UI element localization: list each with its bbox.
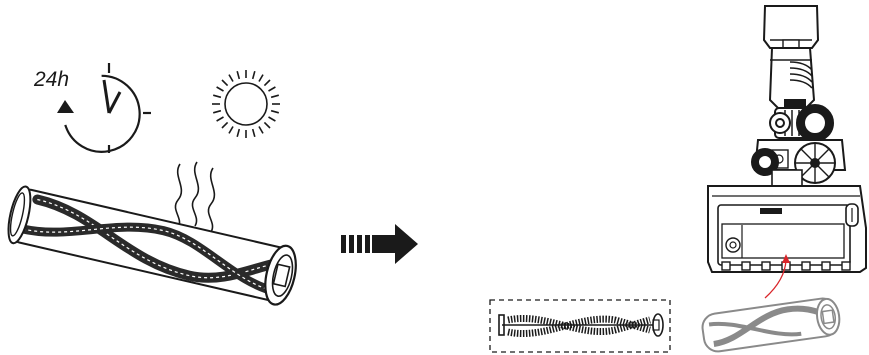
brush-roller-large [4, 184, 301, 308]
sun-ray [271, 95, 279, 97]
sun-ray [253, 71, 255, 79]
clock-arrow-head [57, 100, 74, 113]
heat-waves-icon [175, 162, 214, 232]
sun-ray [264, 122, 270, 128]
clock-label: 24h [33, 68, 69, 91]
sun-ray [237, 71, 239, 79]
brush-roller-small [701, 296, 842, 353]
sun-ray [259, 127, 263, 134]
sun-ray [253, 129, 255, 137]
vacuum-floor-head [708, 6, 866, 272]
sun-ray [222, 122, 228, 128]
sun-ray [217, 117, 224, 121]
sun-ray [237, 129, 239, 137]
sun-icon [212, 70, 280, 138]
sun-ray [264, 80, 270, 86]
sun-ray [217, 87, 224, 91]
sun-ray [229, 75, 233, 82]
sun-ray [229, 127, 233, 134]
dashed-right-arrow-icon [341, 224, 418, 264]
sun-ray [213, 95, 221, 97]
sun-ray [259, 75, 263, 82]
brush-bar-dashed-box [490, 300, 670, 352]
sun-ray [222, 80, 228, 86]
sun-ray [269, 117, 276, 121]
sun-ray [213, 111, 221, 113]
clock-icon [65, 63, 151, 153]
sun-ray [271, 111, 279, 113]
sun-ray [269, 87, 276, 91]
